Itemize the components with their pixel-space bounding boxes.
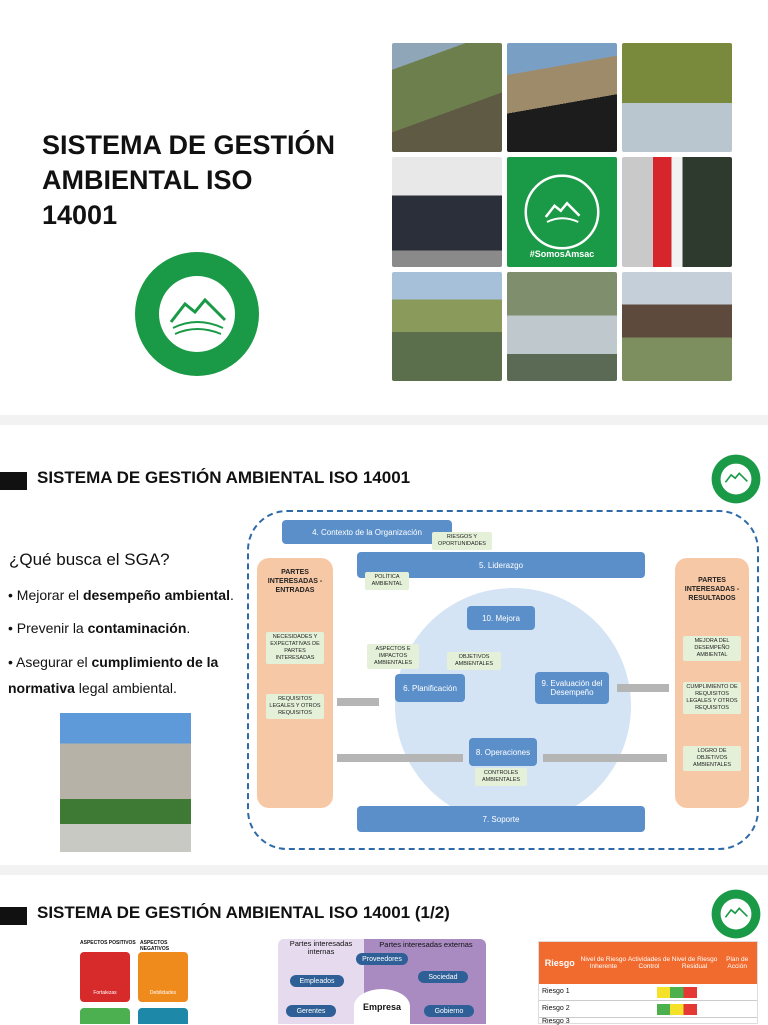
slide-separator-2 — [0, 865, 768, 875]
risk-h3: Actividades de Control — [627, 956, 671, 970]
sga-question: ¿Qué busca el SGA? — [9, 550, 170, 569]
box-soporte: 7. Soporte — [357, 806, 645, 832]
stake-proveedores: Proveedores — [356, 953, 408, 965]
arrow-eval — [617, 684, 669, 692]
risk-row-label: Riesgo 1 — [542, 988, 570, 995]
slide-sga-1-2: SISTEMA DE GESTIÓN AMBIENTAL ISO 14001 (… — [0, 875, 768, 1025]
slide-title: SISTEMA DE GESTIÓN AMBIENTAL ISO 14001 — [37, 468, 411, 487]
cover-title: SISTEMA DE GESTIÓN AMBIENTAL ISO 14001 — [42, 130, 336, 230]
photo-lake-worker — [392, 271, 502, 381]
header-bar — [0, 907, 27, 925]
note-controles: CONTROLES AMBIENTALES — [475, 768, 527, 786]
stake-gobierno: Gobierno — [424, 1005, 474, 1017]
stake-empleados: Empleados — [290, 975, 344, 987]
resultados-item-3: LOGRO DE OBJETIVOS AMBIENTALES — [683, 746, 741, 771]
risk-table: Riesgo Nivel de Riesgo Inherente Activid… — [538, 941, 758, 1025]
stake-empresa: Empresa — [354, 989, 410, 1024]
risk-heat-cell — [657, 1004, 697, 1015]
note-riesgos: RIESGOS Y OPORTUNIDADES — [432, 532, 492, 550]
amsac-logo — [135, 252, 259, 376]
slide-separator — [0, 415, 768, 425]
arrow-out — [543, 754, 667, 762]
photo-field-team — [622, 271, 732, 381]
somosamsac-tag: #SomosAmsac — [529, 248, 595, 259]
slide-header: SISTEMA DE GESTIÓN AMBIENTAL ISO 14001 — [0, 454, 768, 504]
amsac-mini-logo — [711, 889, 761, 939]
slide-cover: SISTEMA DE GESTIÓN AMBIENTAL ISO 14001 #… — [0, 0, 768, 410]
photo-grid: #SomosAmsac — [392, 43, 732, 381]
photo-worker-liner — [507, 43, 617, 153]
swot-fortalezas: Fortalezas — [80, 952, 130, 1002]
slide-title: SISTEMA DE GESTIÓN AMBIENTAL ISO 14001 (… — [37, 903, 450, 922]
bullet-2: • Prevenir la contaminación. — [8, 620, 191, 636]
pill-entradas — [257, 558, 333, 808]
slide-sga: SISTEMA DE GESTIÓN AMBIENTAL ISO 14001 ¿… — [0, 430, 768, 870]
photo-mine-slope — [392, 43, 502, 153]
risk-row-label: Riesgo 2 — [542, 1005, 570, 1012]
swot-neg: ASPECTOS NEGATIVOS — [140, 940, 170, 952]
slide-header: SISTEMA DE GESTIÓN AMBIENTAL ISO 14001 (… — [0, 889, 768, 939]
arrow-in-2 — [337, 754, 463, 762]
note-objetivos: OBJETIVOS AMBIENTALES — [447, 652, 501, 670]
risk-h4: Nivel de Riesgo Residual — [671, 956, 718, 970]
photo-mine-road — [60, 713, 191, 852]
stake-external-title: Partes interesadas externas — [379, 940, 473, 949]
bullet-1: • Mejorar el desempeño ambiental. — [8, 587, 234, 603]
entradas-item-1: NECESIDADES Y EXPECTATIVAS DE PARTES INT… — [266, 632, 324, 664]
pdca-diagram: 4. Contexto de la Organización RIESGOS Y… — [247, 510, 759, 850]
box-operaciones: 8. Operaciones — [469, 738, 537, 766]
box-mejora: 10. Mejora — [467, 606, 535, 630]
swot-pos: ASPECTOS POSITIVOS — [80, 940, 136, 946]
risk-row-label: Riesgo 3 — [542, 1018, 570, 1025]
entradas-title: PARTES INTERESADAS - ENTRADAS — [267, 569, 323, 594]
photo-peru-flag — [622, 157, 732, 267]
entradas-item-2: REQUISITOS LEGALES Y OTROS REQUISITOS — [266, 694, 324, 719]
stakeholder-map: Partes interesadas internas Partes inter… — [278, 939, 486, 1024]
swot-debilidades: Debilidades — [138, 952, 188, 1002]
risk-row-2: Riesgo 2 — [539, 1001, 757, 1018]
risk-h5: Plan de Acción — [726, 956, 749, 970]
stake-internal-title: Partes interesadas internas — [289, 939, 353, 956]
risk-h1: Riesgo — [544, 958, 575, 968]
arrow-in-1 — [337, 698, 379, 706]
photo-staff-group — [392, 157, 502, 267]
amsac-tile-logo — [524, 174, 600, 250]
header-bar — [0, 472, 27, 490]
resultados-title: PARTES INTERESADAS - RESULTADOS — [684, 577, 740, 602]
risk-heat-cell — [657, 987, 697, 998]
swot-matrix: ASPECTOS POSITIVOS ASPECTOS NEGATIVOS Fo… — [66, 940, 196, 1024]
photo-wetland — [622, 43, 732, 153]
box-planificacion: 6. Planificación — [395, 674, 465, 702]
note-politica: POLÍTICA AMBIENTAL — [365, 572, 409, 590]
box-contexto: 4. Contexto de la Organización — [282, 520, 452, 544]
stake-sociedad: Sociedad — [418, 971, 468, 983]
swot-oportunidades — [80, 1008, 130, 1024]
swot-amenazas — [138, 1008, 188, 1024]
amsac-mini-logo — [711, 454, 761, 504]
bullet-3: • Asegurar el cumplimiento de la normati… — [8, 654, 219, 696]
resultados-item-2: CUMPLIMIENTO DE REQUISITOS LEGALES Y OTR… — [683, 682, 741, 714]
risk-table-header: Riesgo Nivel de Riesgo Inherente Activid… — [539, 942, 757, 984]
amsac-tile: #SomosAmsac — [507, 157, 617, 267]
risk-row-1: Riesgo 1 — [539, 984, 757, 1001]
risk-row-3: Riesgo 3 — [539, 1018, 757, 1025]
note-aspectos: ASPECTOS E IMPACTOS AMBIENTALES — [367, 644, 419, 669]
resultados-item-1: MEJORA DEL DESEMPEÑO AMBIENTAL — [683, 636, 741, 661]
box-evaluacion: 9. Evaluación del Desempeño — [535, 672, 609, 704]
risk-h2: Nivel de Riesgo Inherente — [580, 956, 627, 970]
photo-water-plant — [507, 271, 617, 381]
stake-gerentes: Gerentes — [286, 1005, 336, 1017]
